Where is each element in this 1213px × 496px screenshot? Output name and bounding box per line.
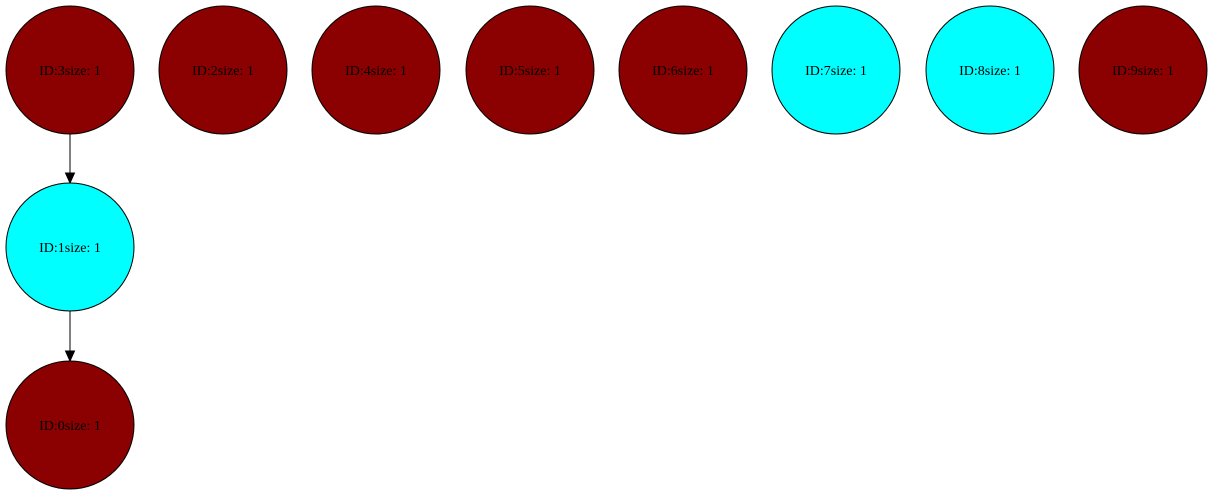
node-circle — [465, 5, 595, 135]
node-label: ID:0size: 1 — [39, 419, 101, 434]
arrowhead — [64, 172, 76, 185]
node-0: ID:0size: 1 — [5, 360, 135, 490]
node-circle — [158, 5, 288, 135]
node-circle — [925, 5, 1055, 135]
node-6: ID:6size: 1 — [618, 5, 748, 135]
node-label: ID:6size: 1 — [652, 64, 714, 79]
node-circle — [618, 5, 748, 135]
node-label: ID:2size: 1 — [192, 64, 254, 79]
node-1: ID:1size: 1 — [5, 182, 135, 312]
node-circle — [5, 182, 135, 312]
node-label: ID:1size: 1 — [39, 241, 101, 256]
arrowhead — [64, 350, 76, 363]
node-3: ID:3size: 1 — [5, 5, 135, 135]
node-label: ID:8size: 1 — [959, 64, 1021, 79]
node-circle — [5, 360, 135, 490]
nodes-layer: ID:3size: 1 ID:2size: 1 ID:4size: 1 ID:5siz… — [5, 5, 1208, 490]
node-label: ID:4size: 1 — [345, 64, 407, 79]
edge-3-to-1 — [64, 134, 76, 185]
node-8: ID:8size: 1 — [925, 5, 1055, 135]
node-2: ID:2size: 1 — [158, 5, 288, 135]
node-4: ID:4size: 1 — [311, 5, 441, 135]
node-circle — [1078, 5, 1208, 135]
node-5: ID:5size: 1 — [465, 5, 595, 135]
node-label: ID:3size: 1 — [39, 64, 101, 79]
node-7: ID:7size: 1 — [771, 5, 901, 135]
edges-layer — [64, 134, 76, 363]
node-label: ID:7size: 1 — [805, 64, 867, 79]
node-circle — [771, 5, 901, 135]
node-circle — [5, 5, 135, 135]
edge-1-to-0 — [64, 311, 76, 363]
node-label: ID:9size: 1 — [1112, 64, 1174, 79]
node-circle — [311, 5, 441, 135]
node-9: ID:9size: 1 — [1078, 5, 1208, 135]
node-label: ID:5size: 1 — [499, 64, 561, 79]
